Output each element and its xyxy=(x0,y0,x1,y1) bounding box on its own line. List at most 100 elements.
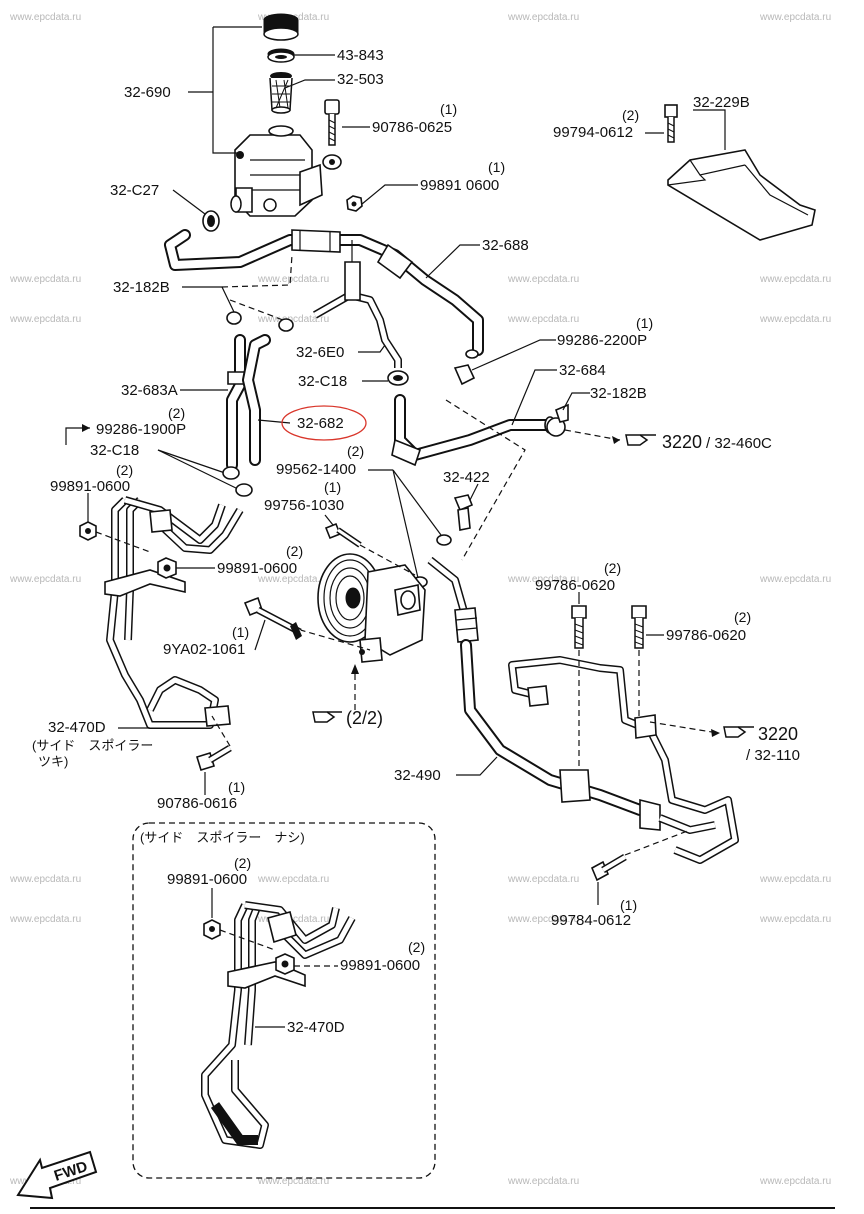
leader-line xyxy=(358,344,386,353)
part-label-99891-0600: 99891-0600 xyxy=(50,478,130,495)
inset-without-spoiler xyxy=(132,822,436,1179)
part-label-99891-0600: 99891-0600 xyxy=(340,957,420,974)
reservoir-seal xyxy=(267,48,295,63)
qty-label: (2) xyxy=(234,855,251,871)
ref-label-32-460c[interactable]: / 32-460C xyxy=(706,435,772,452)
qty-label: (1) xyxy=(440,101,457,117)
part-label-99786-0620: 99786-0620 xyxy=(666,627,746,644)
part-label-32-503: 32-503 xyxy=(337,71,384,88)
qty-label: (2) xyxy=(116,462,133,478)
part-label-32-688: 32-688 xyxy=(482,237,529,254)
ref-label-3220[interactable]: 3220 xyxy=(758,724,798,744)
bolt-9ya02-1061 xyxy=(243,596,302,640)
hose-32-682 xyxy=(242,334,271,466)
note-side-spoiler-without: (サイド スポイラー ナシ) xyxy=(140,830,305,845)
dashed-leader xyxy=(624,829,691,856)
nut-99891-0600-mid xyxy=(157,557,177,579)
leader-line xyxy=(693,109,726,150)
dashed-leader xyxy=(211,715,231,747)
leader-line xyxy=(361,184,418,205)
bolt-99794-0612 xyxy=(664,104,678,143)
qty-label: (1) xyxy=(232,624,249,640)
cooler-pipe-32-470d-with-spoiler xyxy=(104,496,244,729)
hose-32-490 xyxy=(427,556,716,834)
leader-line xyxy=(469,483,479,501)
part-label-32-682: 32-682 xyxy=(297,415,344,432)
bolt-99786-0620-b xyxy=(631,605,647,649)
qty-label: (1) xyxy=(488,159,505,175)
part-label-32-182b: 32-182B xyxy=(590,385,647,402)
part-label-99891-0600: 99891-0600 xyxy=(167,871,247,888)
watermark: www.epcdata.ru xyxy=(257,274,329,285)
arrow-head-icon xyxy=(612,436,620,444)
leader-line xyxy=(157,449,241,491)
part-label-99562-1400: 99562-1400 xyxy=(276,461,356,478)
dashed-leader xyxy=(289,626,371,651)
leader-line xyxy=(257,419,291,424)
watermark: www.epcdata.ru xyxy=(759,914,831,925)
clamp-32-c27 xyxy=(202,210,220,232)
part-label-32-470d: 32-470D xyxy=(287,1019,345,1036)
leader-line xyxy=(324,514,334,526)
bracket-line xyxy=(65,427,90,445)
bolt-99784-0612 xyxy=(590,853,627,882)
clamp-99286-2200p xyxy=(453,364,476,386)
watermark: www.epcdata.ru xyxy=(9,874,81,885)
leader-line xyxy=(425,244,480,279)
part-label-99891-0600: 99891 0600 xyxy=(420,177,499,194)
reservoir-tank xyxy=(230,125,323,217)
hand-pointer-icon xyxy=(312,711,342,723)
hand-pointer-icon xyxy=(723,726,754,738)
watermark: www.epcdata.ru xyxy=(257,314,329,325)
leader-line xyxy=(182,286,235,313)
nut-99891-0600-inset-b xyxy=(275,953,295,975)
part-label-32-422: 32-422 xyxy=(443,469,490,486)
part-label-99784-0612: 99784-0612 xyxy=(551,912,631,929)
part-label-99786-0620: 99786-0620 xyxy=(535,577,615,594)
watermark: www.epcdata.ru xyxy=(507,574,579,585)
reservoir-cap xyxy=(263,13,299,41)
watermark: www.epcdata.ru xyxy=(507,914,579,925)
hose-32-684 xyxy=(391,394,556,467)
watermark: www.epcdata.ru xyxy=(9,12,81,23)
watermark: www.epcdata.ru xyxy=(9,274,81,285)
part-label-32-490: 32-490 xyxy=(394,767,441,784)
watermark: www.epcdata.ru xyxy=(257,1176,329,1187)
qty-label: (2) xyxy=(168,405,185,421)
ref-label-3220[interactable]: 3220 xyxy=(662,432,702,452)
leader-line xyxy=(254,619,266,651)
part-label-9ya02-1061: 9YA02-1061 xyxy=(163,641,245,658)
qty-label: (1) xyxy=(636,315,653,331)
part-label-99286-1900p: 99286-1900P xyxy=(96,421,186,438)
watermark: www.epcdata.ru xyxy=(759,1176,831,1187)
dashed-leader xyxy=(95,531,151,553)
dashed-leader xyxy=(221,254,293,288)
ref-label-2-2[interactable]: (2/2) xyxy=(346,708,383,728)
note-side-spoiler-with: ツキ) xyxy=(38,754,68,769)
watermark: www.epcdata.ru xyxy=(257,874,329,885)
reservoir-filter xyxy=(269,72,293,114)
watermark: www.epcdata.ru xyxy=(759,574,831,585)
watermark: www.epcdata.ru xyxy=(507,874,579,885)
part-label-90786-0616: 90786-0616 xyxy=(157,795,237,812)
leader-line xyxy=(392,469,419,579)
part-label-32-229b: 32-229B xyxy=(693,94,750,111)
hose-32-688 xyxy=(164,229,484,359)
part-label-99756-1030: 99756-1030 xyxy=(264,497,344,514)
leader-line xyxy=(392,469,442,536)
part-label-32-182b: 32-182B xyxy=(113,279,170,296)
leader-line xyxy=(172,189,206,215)
watermark: www.epcdata.ru xyxy=(507,274,579,285)
leader-line xyxy=(562,392,590,411)
part-label-99286-2200p: 99286-2200P xyxy=(557,332,647,349)
watermark: www.epcdata.ru xyxy=(9,914,81,925)
leader-line xyxy=(511,369,557,426)
clamp-32-c18-lower xyxy=(222,466,253,497)
qty-label: (2) xyxy=(408,939,425,955)
leader-line xyxy=(456,756,498,776)
part-label-90786-0625: 90786-0625 xyxy=(372,119,452,136)
ref-label-32-110[interactable]: / 32-110 xyxy=(746,747,800,764)
power-steering-pump xyxy=(317,553,426,663)
highlight-circle xyxy=(281,405,367,441)
